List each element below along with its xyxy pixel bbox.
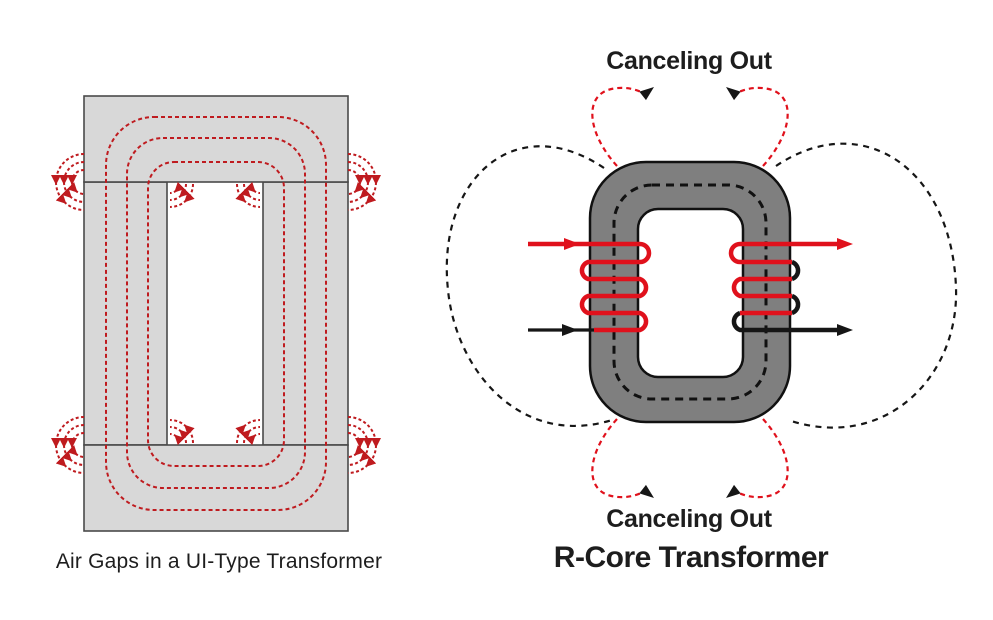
cancel-arrow-top-left — [639, 82, 658, 101]
arrow-out-red-right — [837, 238, 853, 250]
arrow-in-red-left — [564, 238, 580, 250]
arrow-out-black-right — [837, 324, 853, 336]
right-coil-black-wire — [731, 259, 841, 333]
left-coil-wire — [528, 241, 652, 333]
flux-loops — [105, 116, 327, 511]
outer-loop-left — [445, 145, 613, 427]
core-flux-centerline — [612, 183, 768, 401]
cancel-arrow-bottom-right — [722, 484, 741, 503]
right-coil-red-wire — [728, 241, 841, 316]
r-core — [588, 160, 792, 424]
core-left-leg — [83, 181, 168, 446]
cancel-arrow-top-right — [722, 82, 741, 101]
right-caption: R-Core Transformer — [553, 541, 829, 574]
canceling-arcs — [591, 82, 789, 503]
ui-type-transformer-diagram — [56, 95, 376, 532]
left-caption: Air Gaps in a UI-Type Transformer — [55, 550, 383, 573]
arrow-in-black-left — [562, 324, 578, 336]
cancel-arrow-bottom-left — [639, 484, 658, 503]
outer-leakage-loops — [445, 142, 958, 429]
core-window — [636, 207, 745, 379]
r-core-transformer-diagram — [445, 82, 958, 503]
right-coil — [728, 238, 853, 336]
canceling-out-top-label: Canceling Out — [606, 47, 772, 75]
canceling-out-bottom-label: Canceling Out — [606, 505, 772, 533]
left-coil — [528, 238, 652, 336]
outer-loop-right — [775, 142, 958, 429]
